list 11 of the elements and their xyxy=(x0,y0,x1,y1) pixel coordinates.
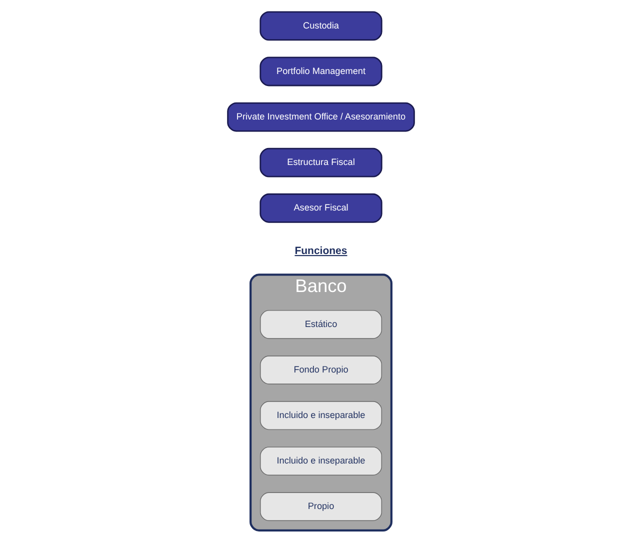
node-box: Propio xyxy=(260,492,382,521)
node-box: Estructura Fiscal xyxy=(259,148,382,178)
node-box: Private Investment Office / Asesoramiento xyxy=(226,102,414,132)
node-box: Incluido e inseparable xyxy=(260,446,382,476)
node-box: Asesor Fiscal xyxy=(259,193,382,223)
node-box: Fondo Propio xyxy=(260,356,382,384)
node-box: Portfolio Management xyxy=(259,56,382,86)
node-box: Custodia xyxy=(259,11,382,41)
node-box: Estático xyxy=(260,310,382,339)
node-box: Incluido e inseparable xyxy=(260,401,382,430)
label: Funciones xyxy=(294,245,347,258)
